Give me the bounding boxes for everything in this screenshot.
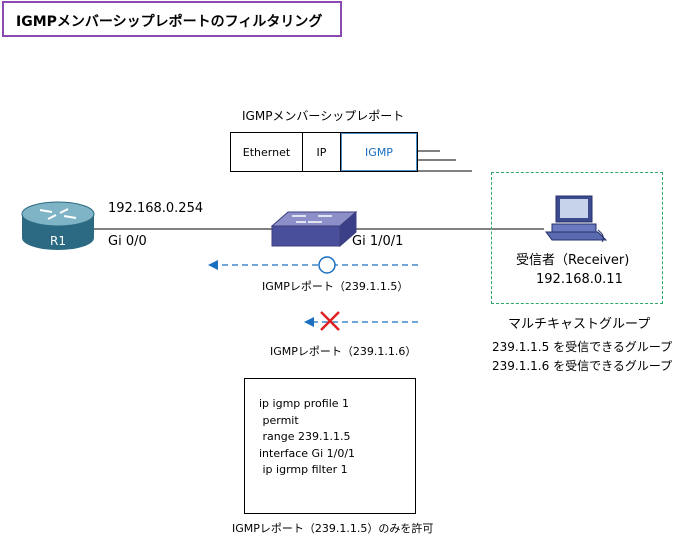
packet-label: IGMPメンバーシップレポート <box>242 109 405 123</box>
config-line: range 239.1.1.5 <box>259 430 351 443</box>
config-caption: IGMPレポート（239.1.1.5）のみを許可 <box>232 522 434 535</box>
receiver-label: 受信者（Receiver) <box>516 253 630 268</box>
group-label: マルチキャストグループ <box>508 317 651 332</box>
denied-report-arrow <box>304 311 418 331</box>
allowed-report-label: IGMPレポート（239.1.1.5） <box>262 280 409 293</box>
config-box: ip igmp profile 1 permit range 239.1.1.5… <box>244 378 416 514</box>
switch-icon <box>270 210 358 248</box>
group-member-1: 239.1.1.5 を受信できるグループ <box>492 340 673 354</box>
title-box: IGMPメンバーシップレポートのフィルタリング <box>2 1 342 37</box>
pc-icon <box>545 195 608 243</box>
frame-field-ethernet: Ethernet <box>231 133 303 171</box>
router-ip: 192.168.0.254 <box>108 201 204 216</box>
frame-field-igmp: IGMP <box>341 133 417 171</box>
router-name: R1 <box>50 234 66 248</box>
config-line: permit <box>259 413 299 427</box>
receiver-group-box <box>491 172 663 304</box>
router-interface: Gi 0/0 <box>108 234 147 249</box>
allowed-report-arrow <box>208 256 418 274</box>
switch-interface: Gi 1/0/1 <box>352 234 404 249</box>
page-title: IGMPメンバーシップレポートのフィルタリング <box>16 14 323 30</box>
denied-report-label: IGMPレポート（239.1.1.6） <box>270 345 417 358</box>
config-line: ip igmp profile 1 <box>259 397 350 410</box>
config-line: interface Gi 1/0/1 <box>259 446 356 460</box>
config-line: ip igrmp filter 1 <box>259 463 348 476</box>
router-icon <box>21 201 95 250</box>
receiver-ip: 192.168.0.11 <box>536 272 623 287</box>
frame-field-ip: IP <box>303 133 341 171</box>
packet-frame: Ethernet IP IGMP <box>230 132 418 172</box>
group-member-2: 239.1.1.6 を受信できるグループ <box>492 359 673 373</box>
